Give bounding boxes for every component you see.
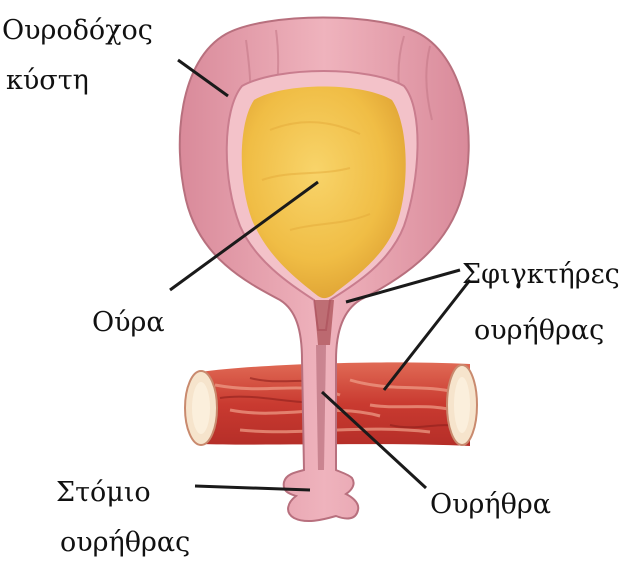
label-urethra: Ουρήθρα (430, 488, 551, 522)
label-orifice-line1: Στόμιο (56, 476, 151, 510)
label-sphincters-line1: Σφιγκτήρες (462, 258, 620, 292)
label-orifice-line2: ουρήθρας (60, 526, 190, 560)
label-urine: Ούρα (92, 306, 165, 340)
label-bladder-line2: κύστη (6, 64, 89, 98)
label-bladder-line1: Ουροδόχος (2, 14, 153, 48)
label-sphincters-line2: ουρήθρας (474, 314, 604, 348)
